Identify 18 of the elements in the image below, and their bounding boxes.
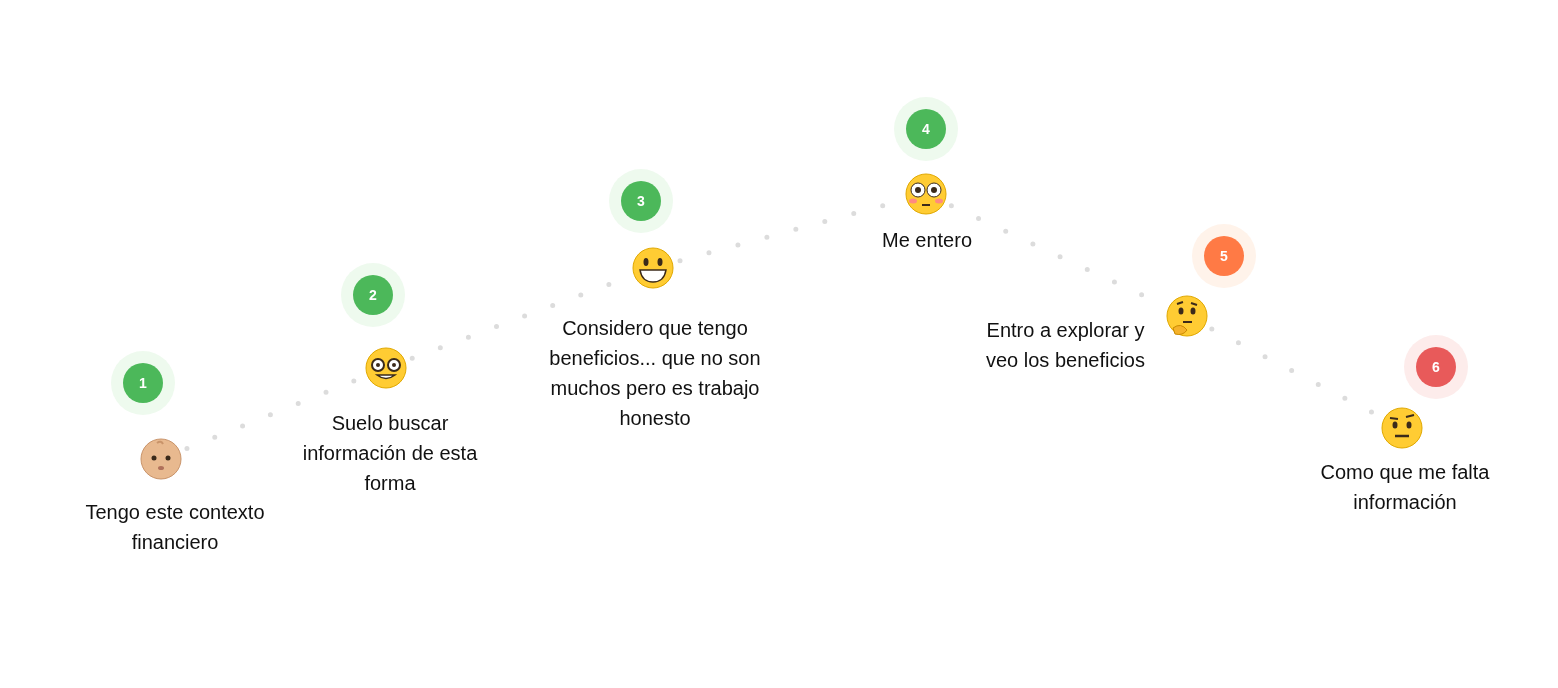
face-emoji-icon	[139, 437, 183, 481]
step-number: 4	[906, 109, 946, 149]
step-number: 3	[621, 181, 661, 221]
step-caption: Entro a explorar y veo los beneficios	[985, 318, 1146, 373]
step-caption: Considero que tengo beneficios... que no son muchos pero es trabajo honesto	[548, 316, 762, 431]
face-emoji-icon	[631, 246, 675, 290]
face-emoji-icon	[1165, 294, 1209, 338]
face-emoji-icon	[904, 172, 948, 216]
step-caption: Tengo este contexto financiero	[84, 500, 266, 555]
face-emoji-icon	[364, 346, 408, 390]
step-number: 1	[123, 363, 163, 403]
step-caption: Suelo buscar información de esta forma	[301, 411, 479, 496]
step-caption: Como que me falta información	[1319, 460, 1491, 515]
step-number: 6	[1416, 347, 1456, 387]
step-number: 2	[353, 275, 393, 315]
face-emoji-icon	[1380, 406, 1424, 450]
step-number: 5	[1204, 236, 1244, 276]
step-caption: Me entero	[880, 228, 974, 253]
